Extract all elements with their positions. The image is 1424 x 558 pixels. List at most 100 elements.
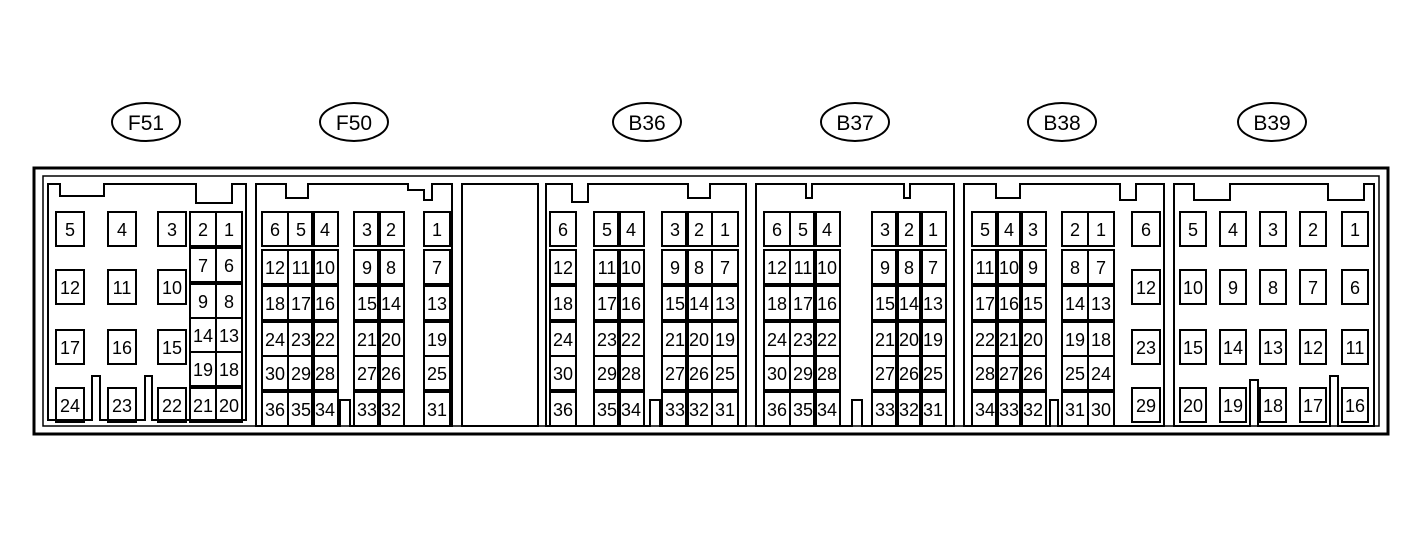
- pin-number: 7: [198, 256, 208, 276]
- pin-box: [919, 285, 947, 321]
- pin-number: 27: [665, 364, 685, 384]
- pin-box: [871, 285, 899, 321]
- pin-box: [1259, 269, 1287, 305]
- pin-cell-b38: 7: [1087, 249, 1115, 285]
- pin-cell-b36: 27: [661, 355, 689, 391]
- pin-number: 36: [553, 400, 573, 420]
- pin-number: 12: [1303, 338, 1323, 358]
- pin-box: [895, 211, 923, 247]
- pin-number: 26: [899, 364, 919, 384]
- pin-number: 30: [265, 364, 285, 384]
- label-text-f51: F51: [128, 112, 164, 135]
- pin-cell-f50: 2: [377, 211, 405, 247]
- pin-box: [353, 249, 381, 285]
- pin-number: 14: [1065, 294, 1085, 314]
- pin-number: 19: [1223, 396, 1243, 416]
- pin-cell-f51: 20: [215, 387, 243, 423]
- pin-cell-b38: 3: [1019, 211, 1047, 247]
- pin-number: 20: [899, 330, 919, 350]
- pin-box: [971, 211, 999, 247]
- label-b37: B37: [820, 102, 890, 142]
- pin-box: [971, 391, 999, 427]
- pin-cell-b38: 17: [971, 285, 999, 321]
- pin-cell-b39: 8: [1259, 269, 1287, 305]
- pin-number: 24: [1091, 364, 1111, 384]
- pin-cell-b37: 14: [895, 285, 923, 321]
- pin-cell-b36: 11: [593, 249, 621, 285]
- pin-cell-b37: 23: [789, 321, 817, 357]
- pin-box: [311, 391, 339, 427]
- pin-box: [1179, 211, 1207, 247]
- frame-b36: [545, 183, 747, 427]
- pin-box: [1087, 285, 1115, 321]
- pin-number: 11: [976, 258, 995, 278]
- pin-box: [789, 391, 817, 427]
- pin-box: [55, 211, 85, 247]
- pin-number: 16: [999, 294, 1019, 314]
- pin-box: [377, 285, 405, 321]
- connector-labels: F51 F50 B36 B37 B38 B39: [111, 102, 1307, 142]
- pin-cell-b38: 4: [995, 211, 1023, 247]
- pin-cell-b38: 23: [1131, 329, 1161, 365]
- pin-cell-b36: 13: [711, 285, 739, 321]
- pin-cell-b38: 10: [995, 249, 1023, 285]
- pin-box: [895, 285, 923, 321]
- pin-number: 19: [1065, 330, 1085, 350]
- pin-box: [287, 391, 315, 427]
- pin-cell-b36: 24: [549, 321, 577, 357]
- pin-cell-b36: 29: [593, 355, 621, 391]
- pin-cell-f51: 5: [55, 211, 85, 247]
- pin-number: 28: [621, 364, 641, 384]
- pin-box: [1131, 329, 1161, 365]
- pin-number: 29: [1136, 396, 1156, 416]
- pin-cell-f50: 26: [377, 355, 405, 391]
- pin-cell-b36: 1: [711, 211, 739, 247]
- pin-box: [617, 211, 645, 247]
- pin-cell-b37: 25: [919, 355, 947, 391]
- pin-number: 6: [772, 220, 782, 240]
- pin-number: 14: [1223, 338, 1243, 358]
- pin-cell-b36: 7: [711, 249, 739, 285]
- pin-cell-b39: 3: [1259, 211, 1287, 247]
- pin-number: 14: [381, 294, 401, 314]
- pin-box: [549, 391, 577, 427]
- pin-box: [895, 391, 923, 427]
- pin-cell-f50: 28: [311, 355, 339, 391]
- pin-box: [157, 329, 187, 365]
- pin-number: 11: [598, 258, 617, 278]
- pin-number: 16: [315, 294, 335, 314]
- pin-cell-b36: 28: [617, 355, 645, 391]
- pin-number: 21: [999, 330, 1019, 350]
- pin-number: 16: [1345, 396, 1365, 416]
- pin-number: 30: [553, 364, 573, 384]
- pin-number: 5: [65, 220, 75, 240]
- pin-cell-b37: 1: [919, 211, 947, 247]
- pin-number: 11: [1346, 338, 1365, 358]
- pin-number: 5: [602, 220, 612, 240]
- pin-box: [971, 285, 999, 321]
- pin-cell-f51: 6: [215, 247, 243, 283]
- pin-box: [711, 211, 739, 247]
- pin-box: [377, 355, 405, 391]
- pin-cell-b36: 8: [685, 249, 713, 285]
- pin-cell-f50: 32: [377, 391, 405, 427]
- pin-cell-b38: 32: [1019, 391, 1047, 427]
- pin-cell-f50: 14: [377, 285, 405, 321]
- pin-number: 30: [767, 364, 787, 384]
- pin-cell-f51: 12: [55, 269, 85, 305]
- pin-number: 19: [427, 330, 447, 350]
- outer-housing: [32, 166, 1390, 436]
- pin-cell-b38: 1: [1087, 211, 1115, 247]
- pin-box: [311, 211, 339, 247]
- pin-box: [789, 211, 817, 247]
- pin-number: 9: [198, 292, 208, 312]
- pin-number: 4: [1228, 220, 1238, 240]
- pin-cell-b36: 16: [617, 285, 645, 321]
- pin-cell-f50: 30: [261, 355, 289, 391]
- pin-number: 14: [689, 294, 709, 314]
- pin-number: 34: [817, 400, 837, 420]
- pin-cell-b36: 18: [549, 285, 577, 321]
- pin-box: [353, 355, 381, 391]
- pin-number: 12: [553, 258, 573, 278]
- pin-number: 17: [1303, 396, 1323, 416]
